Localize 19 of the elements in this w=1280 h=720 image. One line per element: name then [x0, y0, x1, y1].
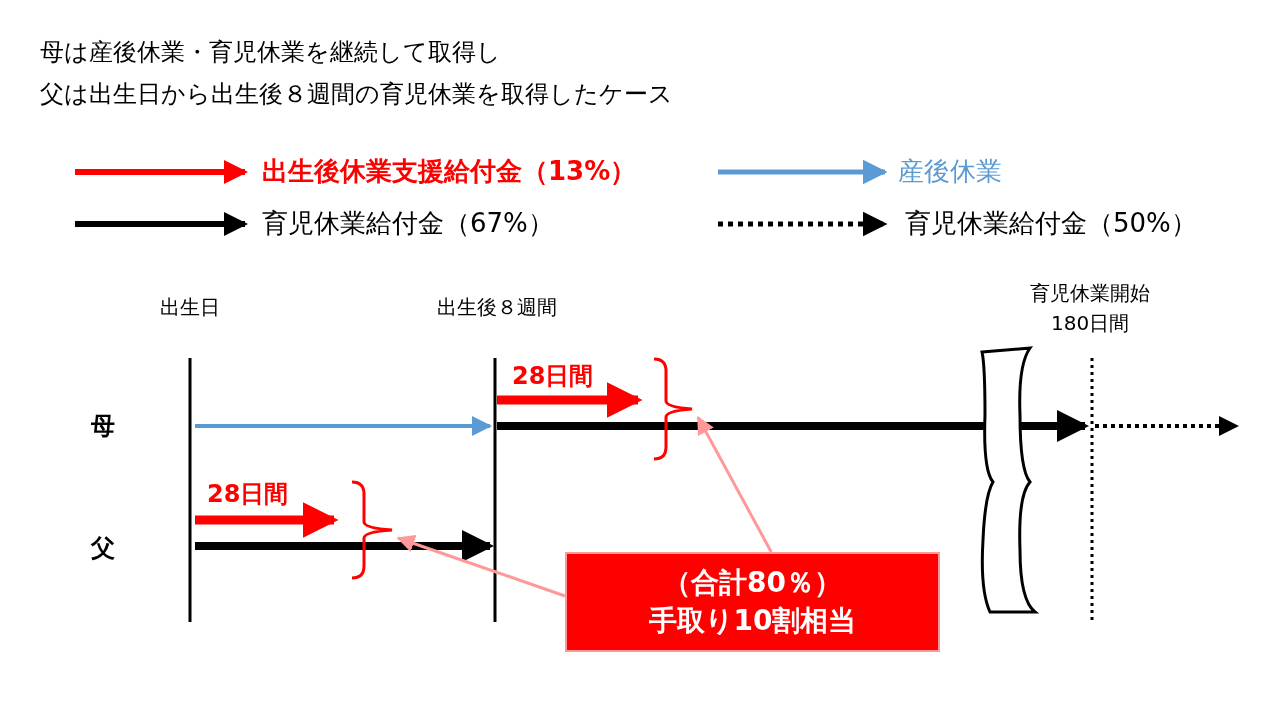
row-label: 母 [91, 411, 115, 442]
timeline-label: 180日間 [1051, 310, 1130, 337]
legend-label: 出生後休業支援給付金（13%） [262, 155, 637, 188]
callout-text: （合計80％） [663, 565, 842, 601]
title-text: 父は出生日から出生後８週間の育児休業を取得したケース [40, 79, 673, 110]
row-label: 父 [91, 533, 115, 564]
duration-label: 28日間 [512, 361, 594, 392]
leader-arrow [396, 534, 566, 598]
duration-label: 28日間 [207, 479, 289, 510]
timeline-label: 出生後８週間 [437, 294, 557, 321]
legend-label: 育児休業給付金（50%） [905, 207, 1197, 240]
timeline-label: 育児休業開始 [1030, 280, 1150, 307]
leader-arrow [696, 416, 773, 553]
legend-label: 産後休業 [898, 155, 1002, 188]
title-text: 母は産後休業・育児休業を継続して取得し [40, 37, 501, 68]
callout-box [565, 552, 940, 652]
timeline-label: 出生日 [160, 294, 220, 321]
legend-label: 育児休業給付金（67%） [262, 207, 554, 240]
callout-text: 手取り10割相当 [648, 603, 857, 639]
